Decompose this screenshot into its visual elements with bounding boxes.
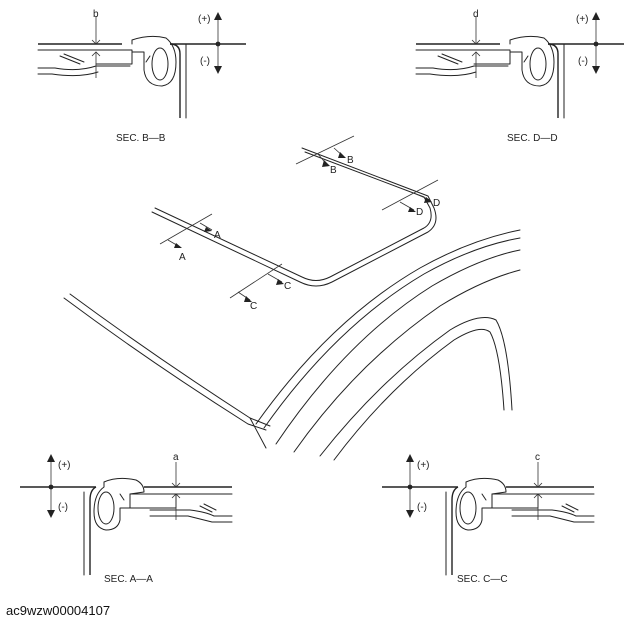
minus-label: (-) — [58, 502, 68, 513]
minus-label: (-) — [417, 502, 427, 513]
cut-label-a-lower: A — [179, 252, 186, 263]
cut-label-b-upper: B — [347, 155, 354, 166]
roof-perspective-view: A A B B D D C C — [63, 135, 521, 461]
cut-label-d-lower: D — [416, 207, 423, 218]
section-dd: d (+) (-) SEC. D—D — [415, 9, 624, 144]
cut-label-c-upper: C — [284, 281, 291, 292]
plus-label: (+) — [417, 460, 430, 471]
dim-label-d: d — [473, 9, 479, 20]
diagram-svg: b (+) (-) SEC. B—B d (+) (-) SEC — [20, 9, 624, 585]
cut-label-a-upper: A — [214, 230, 221, 241]
minus-label: (-) — [200, 56, 210, 67]
image-id-caption: ac9wzw00004107 — [6, 603, 111, 618]
plus-label: (+) — [198, 14, 211, 25]
dim-label-a: a — [173, 452, 179, 463]
cut-label-b-lower: B — [330, 165, 337, 176]
plus-label: (+) — [58, 460, 71, 471]
cut-label-c-lower: C — [250, 301, 257, 312]
section-title-aa: SEC. A—A — [104, 574, 153, 585]
cut-label-d-upper: D — [433, 198, 440, 209]
minus-label: (-) — [578, 56, 588, 67]
section-aa: (+) (-) a SEC. A—A — [20, 452, 233, 585]
dim-label-b: b — [93, 9, 99, 20]
section-title-bb: SEC. B—B — [116, 133, 166, 144]
section-cc: (+) (-) c SEC. C—C — [382, 452, 595, 585]
section-bb: b (+) (-) SEC. B—B — [37, 9, 246, 144]
plus-label: (+) — [576, 14, 589, 25]
section-title-dd: SEC. D—D — [507, 133, 558, 144]
section-title-cc: SEC. C—C — [457, 574, 508, 585]
dim-label-c: c — [535, 452, 540, 463]
